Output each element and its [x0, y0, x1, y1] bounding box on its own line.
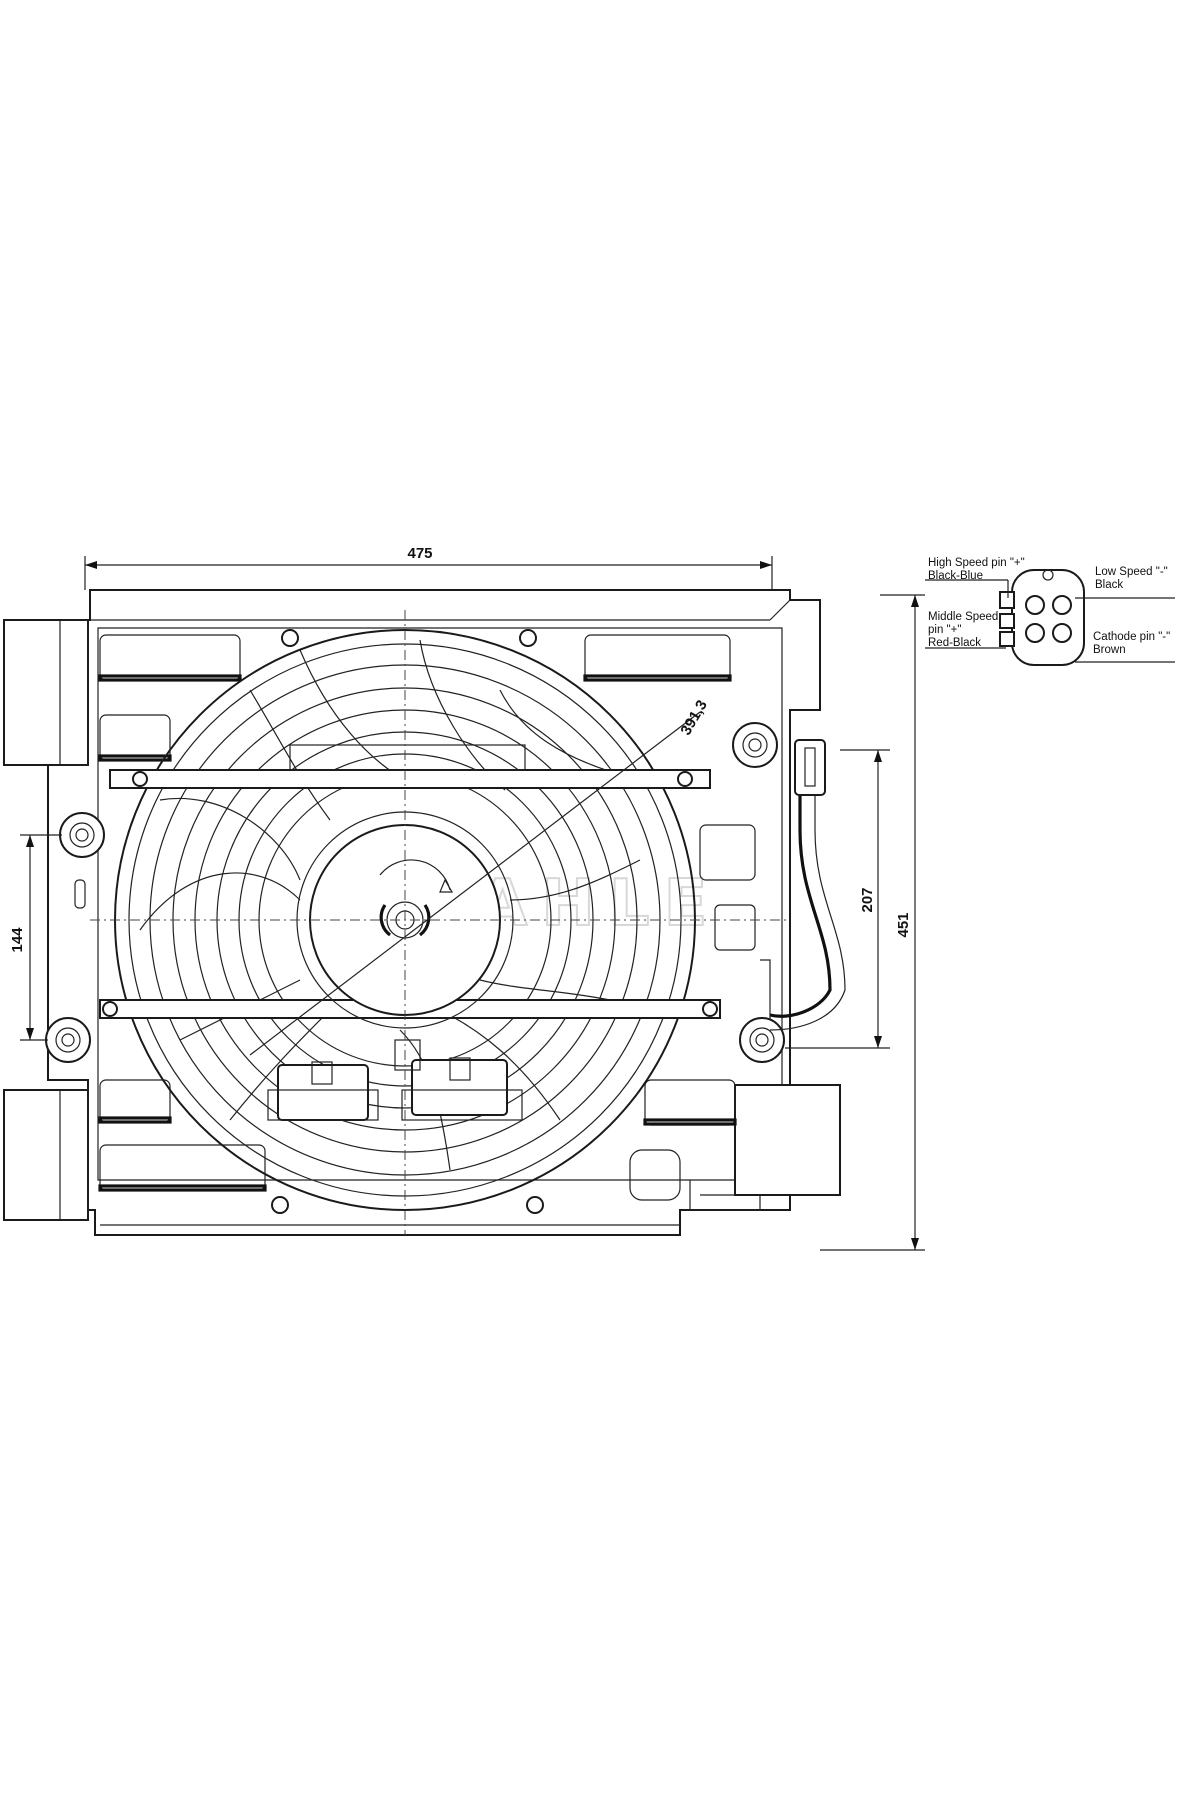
dimension-height-left: 144 — [9, 834, 62, 1041]
wire-harness — [769, 739, 846, 1031]
dimension-height-mount: 207 — [785, 749, 890, 1049]
pin-cathode-label: Cathode pin "-" Brown — [1093, 631, 1173, 656]
connector-pinout: High Speed pin "+" Black-Blue Low Speed … — [925, 557, 1175, 666]
dim-total-label: 451 — [895, 912, 912, 937]
shroud-slots — [74, 634, 756, 1201]
pin-middle-speed-label: Middle Speed pin "+" Red-Black — [928, 611, 1002, 649]
dimension-height-total: 451 — [820, 594, 925, 1251]
dim-left-label: 144 — [9, 927, 26, 953]
dim-mount-label: 207 — [859, 887, 876, 912]
fan-shroud — [3, 589, 841, 1236]
dim-diameter-label: 391,3 — [677, 697, 710, 738]
pin-high-speed-label: High Speed pin "+" Black-Blue — [928, 557, 1028, 582]
resistor-blocks — [267, 1039, 523, 1121]
pin-low-speed-label: Low Speed "-" Black — [1095, 566, 1171, 591]
dimension-diameter: 391,3 — [677, 697, 710, 738]
dim-width-label: 475 — [407, 545, 432, 562]
dimension-width: 475 — [84, 545, 773, 590]
centerlines — [90, 610, 790, 1235]
mounting-bosses — [45, 629, 785, 1214]
